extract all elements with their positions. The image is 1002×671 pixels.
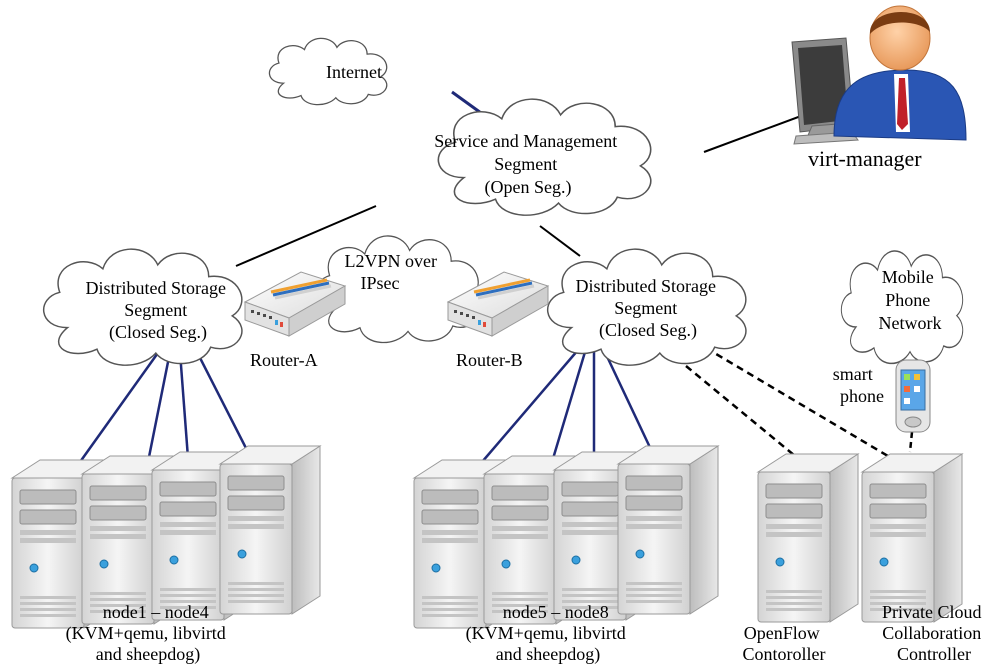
smartphone-label: smart phone [833,364,884,406]
link-storage-node6 [550,351,587,463]
virt-manager-label: virt-manager [808,146,922,171]
router-b-label: Router-B [456,350,523,370]
node1-4-label: node1 – node4 (KVM+qemu, libvirtd and sh… [66,602,231,665]
cloud-service-label: Service and Management Segment (Open Seg… [434,131,621,198]
link-storage-node1 [78,349,162,463]
admin-user-icon [791,5,967,145]
link-storage-openflow [685,365,801,461]
private-cloud-controller-label: Private Cloud Collaboration Controller [882,602,986,664]
cloud-internet-label: Internet [326,62,382,82]
server-node8-icon [617,445,719,615]
cloud-storage-left-label: Distributed Storage Segment (Closed Seg.… [86,278,231,343]
cloud-mobile-label: Mobile Phone Network [879,267,942,333]
link-phone-privatecloud [908,431,914,453]
node5-8-label: node5 – node8 (KVM+qemu, libvirtd and sh… [466,602,631,665]
link-storage-node2 [146,351,172,463]
smartphone-icon [895,359,931,433]
link-storage-node4 [194,349,252,457]
openflow-controller-label: OpenFlow Contoroller [743,623,826,664]
link-storage-node8 [602,349,656,457]
cloud-l2vpn-label: L2VPN over IPsec [345,251,442,293]
link-storage-privatecloud [705,346,899,464]
link-service-storage-right [539,225,581,257]
link-storage-node3 [178,351,190,459]
cloud-storage-right-label: Distributed Storage Segment (Closed Seg.… [576,276,721,341]
private-cloud-controller-server-icon [861,453,963,623]
server-node4-icon [219,445,321,615]
link-storage-node5 [481,349,579,463]
openflow-controller-server-icon [757,453,859,623]
link-service-storage-left [235,205,377,267]
router-a-label: Router-A [250,350,318,370]
